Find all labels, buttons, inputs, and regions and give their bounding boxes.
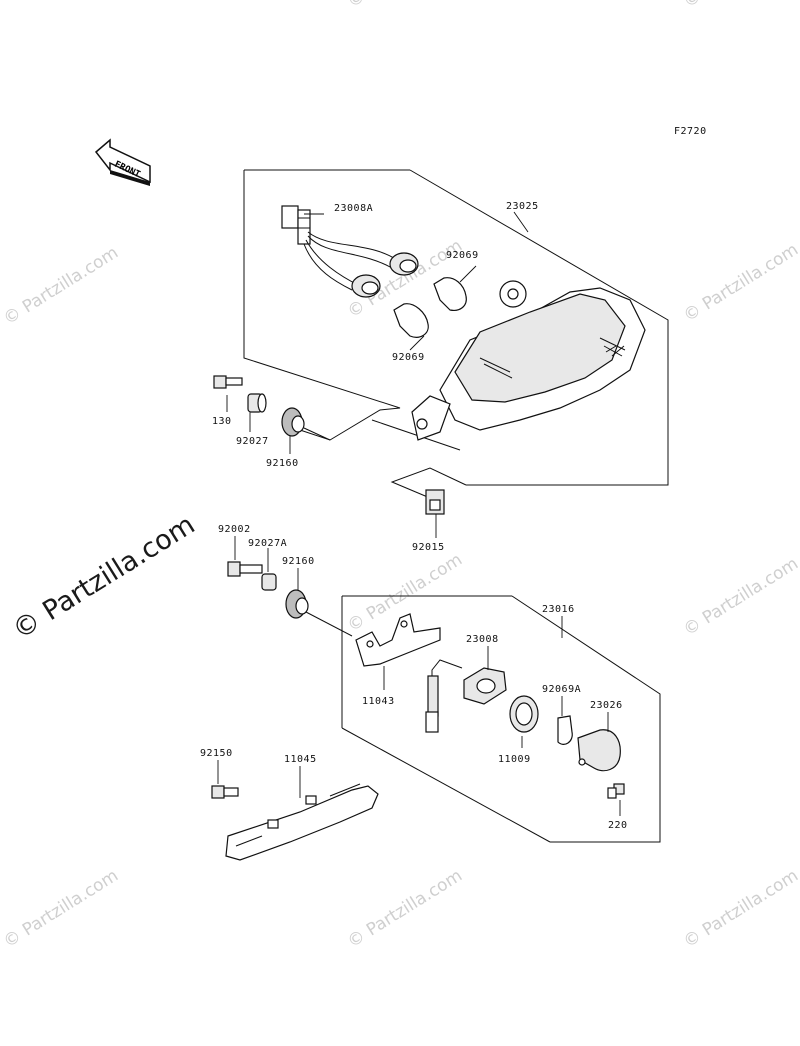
part-label-92160-lower: 92160 (282, 556, 315, 567)
license-bracket-11045-icon (225, 783, 379, 861)
screw-220-icon (607, 783, 625, 799)
front-arrow-icon: FRONT (94, 138, 151, 186)
bolt-130-icon (213, 375, 243, 389)
part-label-23025: 23025 (506, 201, 539, 212)
bulb-92069A-icon (557, 715, 573, 745)
nut-92015-icon (425, 489, 445, 515)
part-label-92015: 92015 (412, 542, 445, 553)
collar-92027A-icon (261, 573, 277, 591)
grommet-lower-icon (285, 589, 309, 619)
lens-23026-icon (577, 729, 621, 772)
part-label-92069-upper: 92069 (446, 250, 479, 261)
bolt-92002-icon (227, 561, 263, 577)
bulb-lower-icon (393, 303, 429, 338)
part-label-23008: 23008 (466, 634, 499, 645)
bracket-11043-icon (355, 613, 441, 667)
part-label-11045: 11045 (284, 754, 317, 765)
leader-lines (217, 211, 621, 816)
part-label-92160-upper: 92160 (266, 458, 299, 469)
wiring-harness (281, 205, 419, 298)
part-label-92027: 92027 (236, 436, 269, 447)
watermark-text: © Partzilla.com (0, 243, 122, 329)
part-label-23026: 23026 (590, 700, 623, 711)
collar-92027-icon (247, 393, 267, 413)
watermark-text: © Partzilla.com (344, 866, 466, 952)
watermark-text: © Partzilla.com (680, 554, 800, 640)
part-label-92002: 92002 (218, 524, 251, 535)
part-label-23016: 23016 (542, 604, 575, 615)
socket-23008-icon (425, 659, 507, 733)
gasket-11009-icon (509, 695, 539, 733)
watermark-text: © Partzilla.com (344, 0, 466, 12)
watermark-text: © Partzilla.com (680, 866, 800, 952)
watermark-text: © Partzilla.com (0, 866, 122, 952)
bolt-92150-icon (211, 785, 239, 799)
part-label-11043: 11043 (362, 696, 395, 707)
watermark-text: © Partzilla.com (680, 240, 800, 326)
part-label-92150: 92150 (200, 748, 233, 759)
part-label-220: 220 (608, 820, 628, 831)
part-label-130: 130 (212, 416, 232, 427)
bulb-upper-icon (433, 277, 467, 311)
watermark-text: © Partzilla.com (680, 0, 800, 12)
watermark-layer: © Partzilla.com © Partzilla.com © Partzi… (0, 0, 800, 952)
part-labels: 23008A 23025 92069 92069 130 92027 92160… (200, 201, 628, 831)
watermark-text-large: © Partzilla.com (7, 509, 200, 646)
grommet-upper-icon (281, 407, 305, 437)
part-label-23008A: 23008A (334, 203, 373, 214)
diagram-code: F2720 (674, 126, 707, 137)
lower-assembly-box (341, 595, 661, 843)
part-label-92069-lower: 92069 (392, 352, 425, 363)
tail-lamp-housing (411, 280, 646, 441)
upper-assembly-box (243, 169, 669, 499)
part-label-92027A: 92027A (248, 538, 287, 549)
part-label-11009: 11009 (498, 754, 531, 765)
part-label-92069A: 92069A (542, 684, 581, 695)
